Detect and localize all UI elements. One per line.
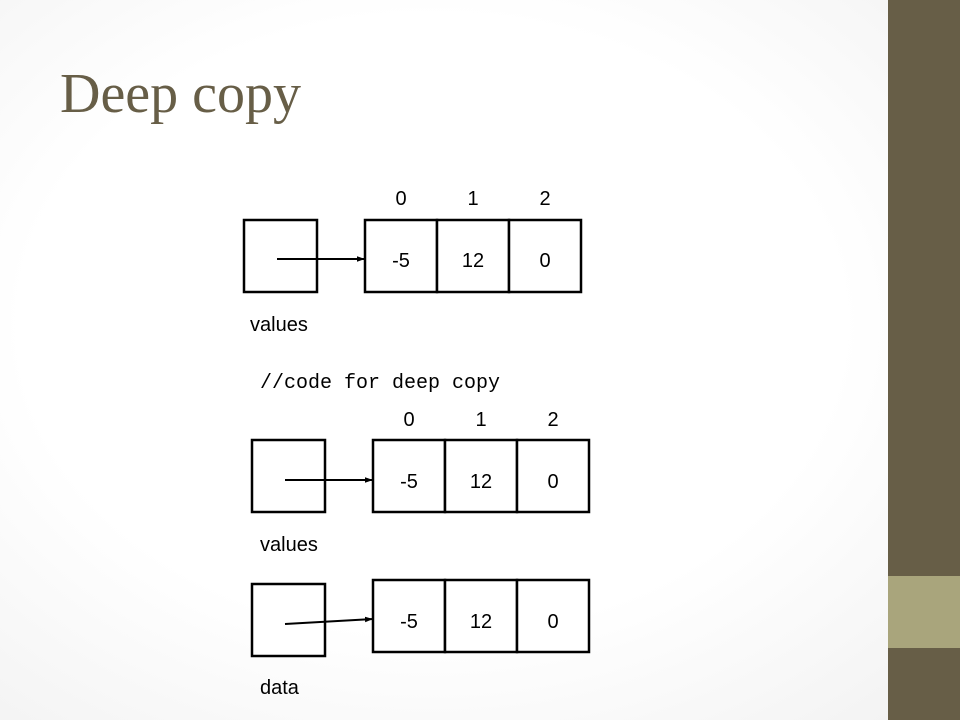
cell-value: 0 [547, 611, 558, 633]
index-1: 1 [467, 188, 478, 210]
cell-value: 12 [462, 250, 484, 272]
array-cell [515, 438, 591, 514]
code-comment: //code for deep copy [260, 372, 500, 395]
values-label: values [260, 534, 318, 556]
index-1: 1 [475, 409, 486, 431]
index-0: 0 [403, 409, 414, 431]
data-label: data [260, 677, 300, 699]
array-cell [507, 218, 583, 294]
values-array: -5 12 0 [371, 438, 591, 514]
data-array: -5 12 0 [371, 578, 591, 654]
cell-value: 0 [539, 250, 550, 272]
cell-value: -5 [400, 611, 418, 633]
values-array: -5 12 0 [363, 218, 583, 294]
data-pointer-arrow [284, 616, 374, 625]
slide-title: Deep copy [60, 63, 302, 125]
array-indices-top: 0 1 2 [395, 188, 550, 210]
array-cell [515, 578, 591, 654]
array-cell [435, 218, 511, 294]
index-0: 0 [395, 188, 406, 210]
array-cell [371, 578, 447, 654]
cell-value: 12 [470, 471, 492, 493]
cell-value: 12 [470, 611, 492, 633]
data-reference-box [250, 582, 327, 658]
deep-copy-diagram: 0 1 2 -5 12 0 values //code for deep cop… [242, 188, 591, 699]
index-2: 2 [547, 409, 558, 431]
sidebar-accent-band [888, 576, 960, 648]
index-2: 2 [539, 188, 550, 210]
cell-value: -5 [392, 250, 410, 272]
values-label: values [250, 314, 308, 336]
array-indices-bottom: 0 1 2 [403, 409, 558, 431]
cell-value: -5 [400, 471, 418, 493]
values-reference-box [250, 438, 327, 514]
cell-value: 0 [547, 471, 558, 493]
values-reference-box [242, 218, 319, 294]
array-cell [363, 218, 439, 294]
